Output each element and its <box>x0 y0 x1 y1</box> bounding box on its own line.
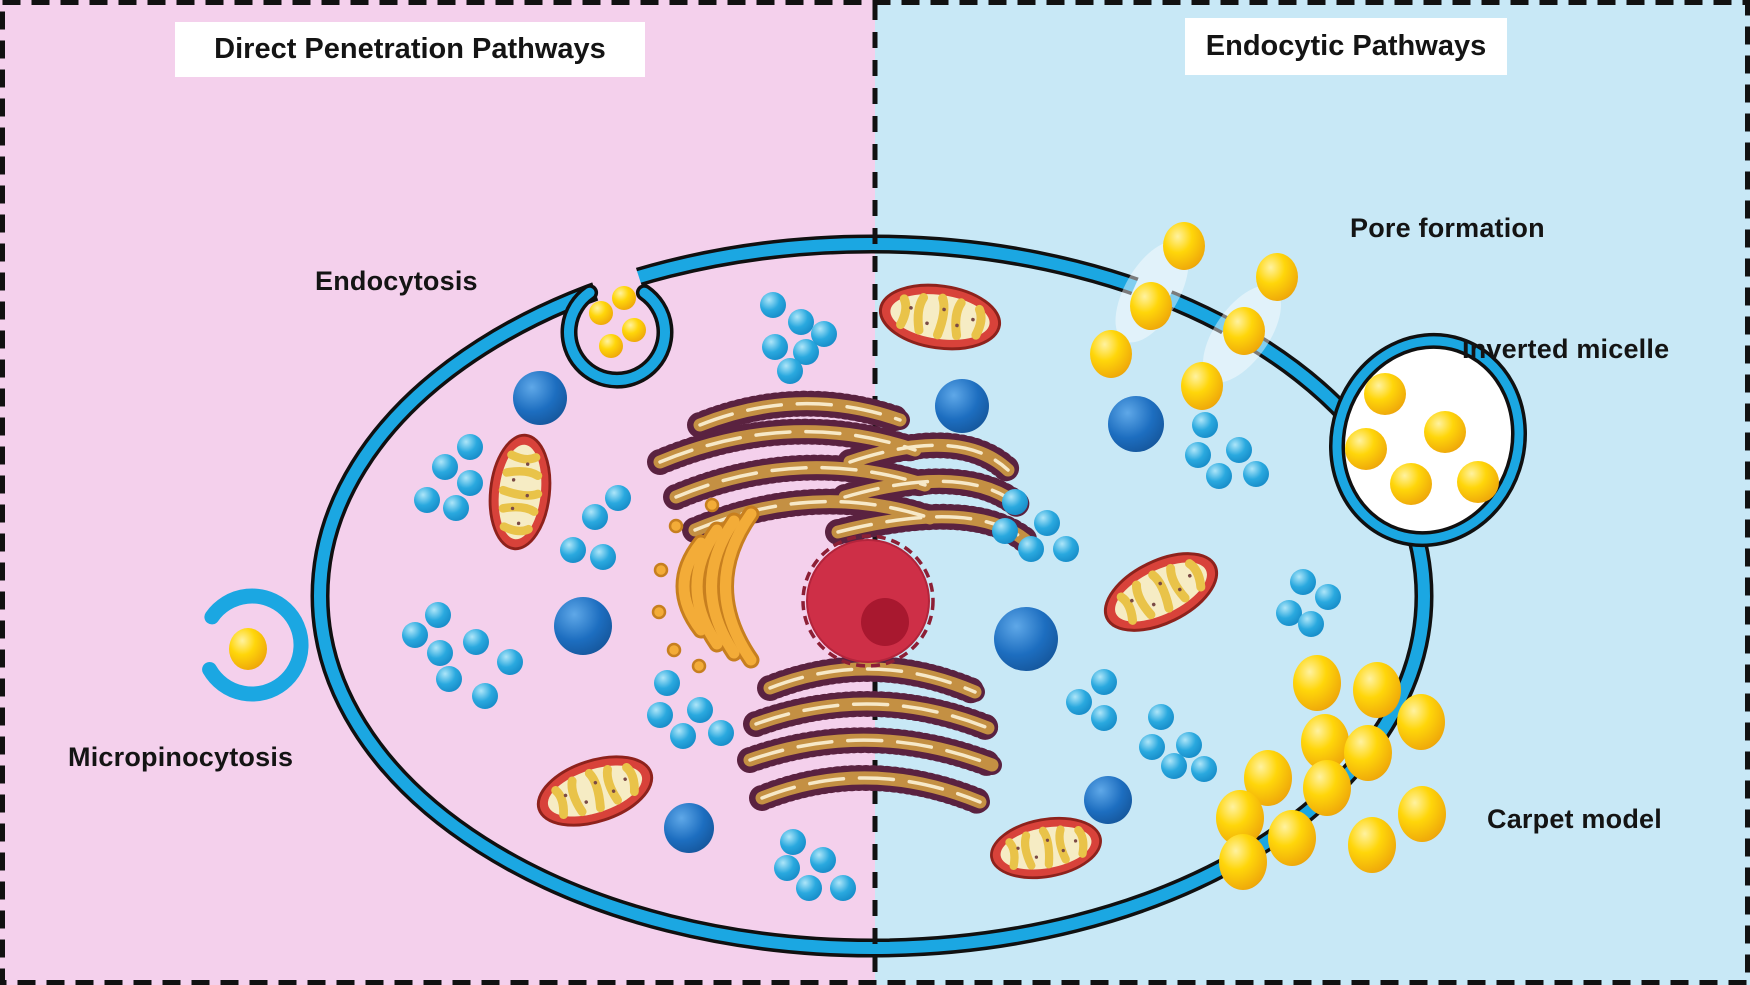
nucleus <box>801 534 935 668</box>
label-pore-formation: Pore formation <box>1350 213 1545 243</box>
cell-membrane <box>310 234 1434 958</box>
left-panel-title: Direct Penetration Pathways <box>175 22 645 77</box>
rough-er-upper <box>647 390 1038 553</box>
golgi-vesicles <box>651 497 720 674</box>
mitochondrion-bottom-left <box>536 755 654 827</box>
golgi-apparatus <box>651 497 760 674</box>
label-micropinocytosis: Micropinocytosis <box>68 742 294 772</box>
cargo-sphere <box>229 628 267 670</box>
label-carpet-model: Carpet model <box>1487 804 1662 834</box>
carpet-model-particles <box>1216 655 1446 890</box>
mitochondrion-left <box>488 433 552 551</box>
pore-formation <box>1090 222 1298 410</box>
mitochondrion-top-right <box>878 283 1002 351</box>
label-inverted-micelle: Inverted micelle <box>1462 334 1670 364</box>
label-endocytosis: Endocytosis <box>315 266 478 296</box>
endocytosis-pit <box>560 240 674 389</box>
dark-blue-vesicles <box>513 371 1164 853</box>
peptide-dot-clusters <box>402 292 1341 901</box>
nucleolus <box>861 598 909 646</box>
right-panel-title: Endocytic Pathways <box>1185 18 1507 75</box>
cargo-spheres-micelle <box>1345 373 1499 505</box>
mitochondrion-right <box>1103 552 1219 632</box>
cargo-spheres-in-pit <box>589 286 646 358</box>
rough-er-lower <box>737 655 1005 815</box>
micropinocytosis-cup <box>202 588 309 702</box>
mitochondrion-bottom-right <box>990 816 1102 880</box>
cargo-spheres-pore <box>1090 222 1298 410</box>
